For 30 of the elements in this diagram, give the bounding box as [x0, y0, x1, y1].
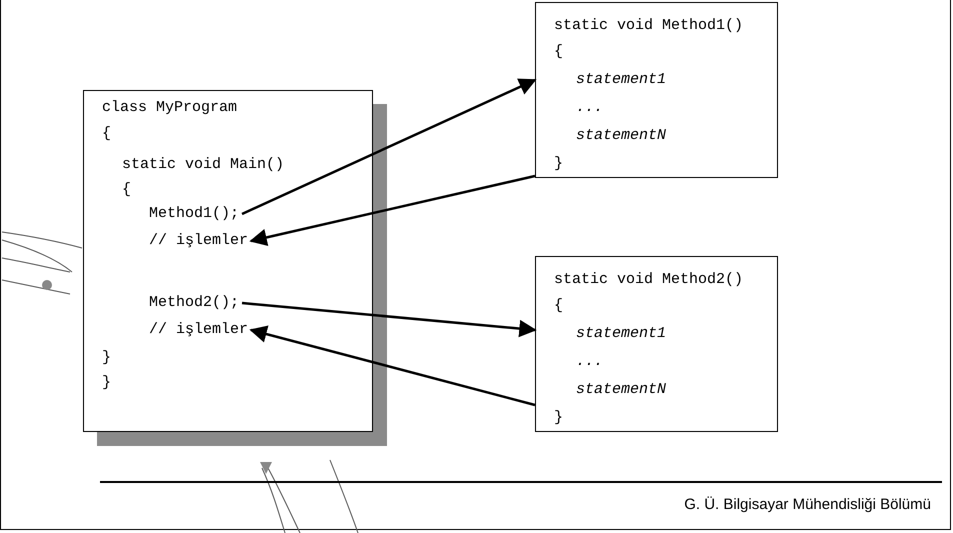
code-line: class MyProgram — [102, 99, 238, 117]
code-line: // işlemler — [149, 232, 248, 250]
code-line: static void Method1() — [554, 17, 744, 35]
code-line: ... — [576, 99, 604, 117]
code-line: { — [554, 297, 564, 315]
arrow — [242, 78, 537, 216]
code-box — [535, 2, 778, 178]
code-line: // işlemler — [149, 321, 248, 339]
code-line: } — [102, 349, 112, 367]
arrow — [249, 326, 536, 406]
code-line: ... — [576, 353, 604, 371]
code-line: { — [554, 43, 564, 61]
code-line: { — [102, 125, 112, 143]
code-line: { — [122, 181, 132, 199]
code-line: statement1 — [576, 325, 666, 343]
arrow — [242, 302, 537, 338]
code-line: statementN — [576, 381, 666, 399]
code-line: static void Main() — [122, 156, 284, 174]
code-line: Method1(); — [149, 205, 240, 223]
arrow — [249, 174, 536, 246]
footer-text: G. Ü. Bilgisayar Mühendisliği Bölümü — [684, 496, 931, 513]
code-box — [83, 90, 373, 432]
code-line: statement1 — [576, 71, 666, 89]
code-line: static void Method2() — [554, 271, 744, 289]
code-line: } — [554, 155, 564, 173]
code-line: } — [102, 374, 112, 392]
code-line: Method2(); — [149, 294, 240, 312]
code-box — [535, 256, 778, 432]
code-line: } — [554, 409, 564, 427]
code-line: statementN — [576, 127, 666, 145]
